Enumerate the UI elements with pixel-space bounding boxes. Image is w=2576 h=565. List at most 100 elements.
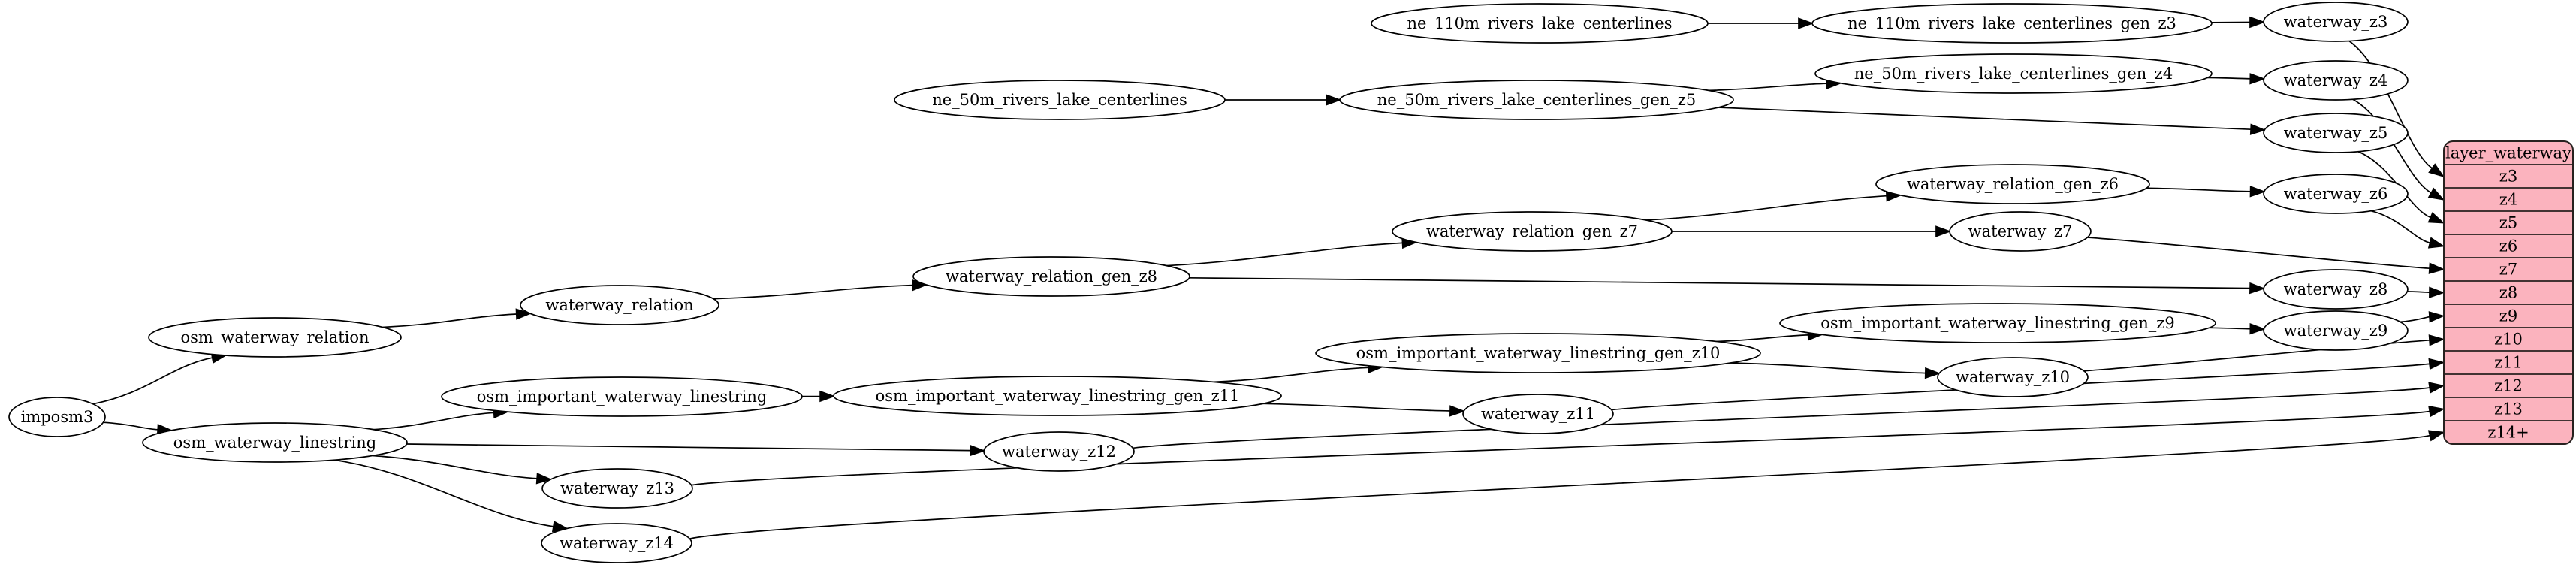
node-waterway_z4: waterway_z4 xyxy=(2263,60,2409,101)
node-waterway_z8: waterway_z8 xyxy=(2263,269,2409,310)
node-imposm3: imposm3 xyxy=(8,397,106,437)
node-label-waterway_relation_gen_z8: waterway_relation_gen_z8 xyxy=(946,267,1157,286)
node-label-waterway_relation_gen_z6: waterway_relation_gen_z6 xyxy=(1907,175,2119,193)
table-row-z3: z3 xyxy=(2499,168,2517,186)
edge-imposm3-to-osm_waterway_relation xyxy=(92,352,228,405)
node-waterway_z12: waterway_z12 xyxy=(983,431,1135,472)
node-label-waterway_z7: waterway_z7 xyxy=(1968,222,2073,240)
edge-waterway_z14-to-layer_waterway-z14 xyxy=(689,430,2445,539)
node-waterway_relation: waterway_relation xyxy=(520,285,719,325)
edge-osm_important_waterway_linestring_gen_z9-to-waterway_z9 xyxy=(2209,322,2266,335)
node-label-imposm3: imposm3 xyxy=(21,408,94,426)
node-label-ne_50m_rivers_lake_centerlines_gen_z5: ne_50m_rivers_lake_centerlines_gen_z5 xyxy=(1377,91,1696,109)
edges xyxy=(92,16,2445,539)
node-ne_110m_rivers_lake_centerlines_gen_z3: ne_110m_rivers_lake_centerlines_gen_z3 xyxy=(1811,3,2213,44)
edge-waterway_z3-to-layer_waterway-z3 xyxy=(2348,40,2445,177)
node-waterway_z9: waterway_z9 xyxy=(2263,310,2409,351)
table-row-z14: z14+ xyxy=(2487,424,2529,442)
node-osm_waterway_relation: osm_waterway_relation xyxy=(148,317,402,358)
edge-waterway_relation-to-waterway_relation_gen_z8 xyxy=(713,279,928,300)
table-row-z4: z4 xyxy=(2499,191,2517,209)
edge-osm_important_waterway_linestring-to-osm_important_waterway_linestring_gen_z11 xyxy=(801,390,836,403)
node-label-waterway_z3: waterway_z3 xyxy=(2284,13,2388,31)
edge-osm_waterway_linestring-to-osm_important_waterway_linestring xyxy=(373,406,510,431)
node-label-waterway_z11: waterway_z11 xyxy=(1481,405,1595,423)
edge-osm_important_waterway_linestring_gen_z11-to-waterway_z11 xyxy=(1262,403,1466,417)
node-label-waterway_z6: waterway_z6 xyxy=(2284,185,2388,203)
table-row-z8: z8 xyxy=(2499,284,2517,302)
node-label-waterway_z14: waterway_z14 xyxy=(560,534,674,552)
node-waterway_z6: waterway_z6 xyxy=(2263,174,2409,214)
edge-waterway_z6-to-layer_waterway-z6 xyxy=(2370,210,2445,249)
table-layer_waterway: layer_waterway z3 z4 z5 z6 z7 z8 z9 z10 z11 z12 z13… xyxy=(2443,140,2574,445)
node-waterway_z13: waterway_z13 xyxy=(541,468,693,509)
table-row-label-z9: z9 xyxy=(2499,307,2517,325)
node-label-waterway_relation: waterway_relation xyxy=(545,296,693,314)
node-waterway_z11: waterway_z11 xyxy=(1462,394,1614,434)
table-row-label-z11: z11 xyxy=(2494,354,2523,372)
table-row-z13: z13 xyxy=(2494,400,2523,418)
node-label-ne_110m_rivers_lake_centerlines_gen_z3: ne_110m_rivers_lake_centerlines_gen_z3 xyxy=(1848,14,2176,32)
edge-waterway_relation_gen_z6-to-waterway_z6 xyxy=(2146,186,2267,198)
node-label-osm_important_waterway_linestring_gen_z9: osm_important_waterway_linestring_gen_z9 xyxy=(1820,314,2174,332)
edge-waterway_z13-to-layer_waterway-z13 xyxy=(691,406,2445,486)
node-waterway_z10: waterway_z10 xyxy=(1937,357,2089,397)
node-waterway_z7: waterway_z7 xyxy=(1949,211,2092,252)
node-osm_important_waterway_linestring_gen_z9: osm_important_waterway_linestring_gen_z9 xyxy=(1779,303,2216,343)
edge-waterway_relation_gen_z7-to-waterway_z7 xyxy=(1672,225,1952,237)
node-label-waterway_z4: waterway_z4 xyxy=(2284,71,2388,89)
node-label-osm_important_waterway_linestring_gen_z10: osm_important_waterway_linestring_gen_z1… xyxy=(1356,344,1721,362)
table-header-label: layer_waterway xyxy=(2445,144,2571,162)
node-label-waterway_z9: waterway_z9 xyxy=(2284,322,2388,340)
table-row-z7: z7 xyxy=(2499,261,2517,279)
node-label-waterway_z12: waterway_z12 xyxy=(1002,443,1116,461)
node-label-osm_important_waterway_linestring: osm_important_waterway_linestring xyxy=(477,388,768,406)
node-label-waterway_z13: waterway_z13 xyxy=(560,479,674,497)
edge-ne_110m_rivers_lake_centerlines-to-ne_110m_rivers_lake_centerlines_gen_z3 xyxy=(1708,17,1814,29)
node-waterway_z3: waterway_z3 xyxy=(2263,2,2409,42)
node-waterway_relation_gen_z6: waterway_relation_gen_z6 xyxy=(1875,164,2150,204)
node-label-waterway_z8: waterway_z8 xyxy=(2284,280,2388,298)
node-osm_important_waterway_linestring_gen_z11: osm_important_waterway_linestring_gen_z1… xyxy=(833,376,1282,416)
table-row-label-z10: z10 xyxy=(2494,331,2523,349)
table-row-label-z4: z4 xyxy=(2499,191,2517,209)
table-row-z6: z6 xyxy=(2499,237,2517,255)
node-osm_important_waterway_linestring: osm_important_waterway_linestring xyxy=(441,376,803,417)
node-ne_50m_rivers_lake_centerlines_gen_z4: ne_50m_rivers_lake_centerlines_gen_z4 xyxy=(1814,53,2213,94)
table-row-label-z3: z3 xyxy=(2499,168,2517,186)
edge-osm_waterway_linestring-to-waterway_z14 xyxy=(333,459,569,533)
table-row-z12: z12 xyxy=(2494,377,2523,395)
node-ne_50m_rivers_lake_centerlines: ne_50m_rivers_lake_centerlines xyxy=(894,80,1226,120)
node-waterway_z5: waterway_z5 xyxy=(2263,113,2409,153)
node-waterway_z14: waterway_z14 xyxy=(541,523,692,563)
edge-osm_waterway_linestring-to-waterway_z12 xyxy=(406,443,986,457)
edge-osm_waterway_linestring-to-waterway_z13 xyxy=(373,455,553,485)
edge-waterway_relation_gen_z7-to-waterway_relation_gen_z6 xyxy=(1646,190,1902,221)
edge-osm_waterway_relation-to-waterway_relation xyxy=(382,308,532,328)
node-waterway_relation_gen_z7: waterway_relation_gen_z7 xyxy=(1392,211,1673,252)
node-label-waterway_z5: waterway_z5 xyxy=(2284,124,2388,142)
edge-waterway_relation_gen_z8-to-waterway_z8 xyxy=(1189,276,2266,295)
node-osm_important_waterway_linestring_gen_z10: osm_important_waterway_linestring_gen_z1… xyxy=(1315,333,1761,373)
node-label-waterway_relation_gen_z7: waterway_relation_gen_z7 xyxy=(1426,222,1638,240)
node-label-waterway_z10: waterway_z10 xyxy=(1956,368,2070,386)
edge-osm_important_waterway_linestring_gen_z10-to-waterway_z10 xyxy=(1730,362,1941,379)
edge-osm_important_waterway_linestring_gen_z11-to-osm_important_waterway_linestring_gen_z10 xyxy=(1214,361,1384,383)
edge-waterway_z4-to-layer_waterway-z4 xyxy=(2352,98,2445,201)
table-row-z11: z11 xyxy=(2494,354,2523,372)
table-row-label-z5: z5 xyxy=(2499,214,2517,232)
edge-ne_110m_rivers_lake_centerlines_gen_z3-to-waterway_z3 xyxy=(2211,16,2266,29)
node-ne_50m_rivers_lake_centerlines_gen_z5: ne_50m_rivers_lake_centerlines_gen_z5 xyxy=(1339,80,1734,120)
edge-waterway_relation_gen_z8-to-waterway_relation_gen_z7 xyxy=(1166,237,1418,267)
edge-ne_50m_rivers_lake_centerlines_gen_z5-to-waterway_z5 xyxy=(1718,107,2267,135)
edge-ne_50m_rivers_lake_centerlines_gen_z5-to-ne_50m_rivers_lake_centerlines_gen_z4 xyxy=(1708,77,1843,92)
node-label-osm_waterway_linestring: osm_waterway_linestring xyxy=(173,434,376,452)
node-label-osm_important_waterway_linestring_gen_z11: osm_important_waterway_linestring_gen_z1… xyxy=(876,387,1240,405)
edge-waterway_z8-to-layer_waterway-z8 xyxy=(2407,286,2445,298)
table-row-z10: z10 xyxy=(2494,331,2523,349)
node-osm_waterway_linestring: osm_waterway_linestring xyxy=(142,422,408,463)
node-label-ne_50m_rivers_lake_centerlines: ne_50m_rivers_lake_centerlines xyxy=(932,91,1187,109)
table-row-z5: z5 xyxy=(2499,214,2517,232)
